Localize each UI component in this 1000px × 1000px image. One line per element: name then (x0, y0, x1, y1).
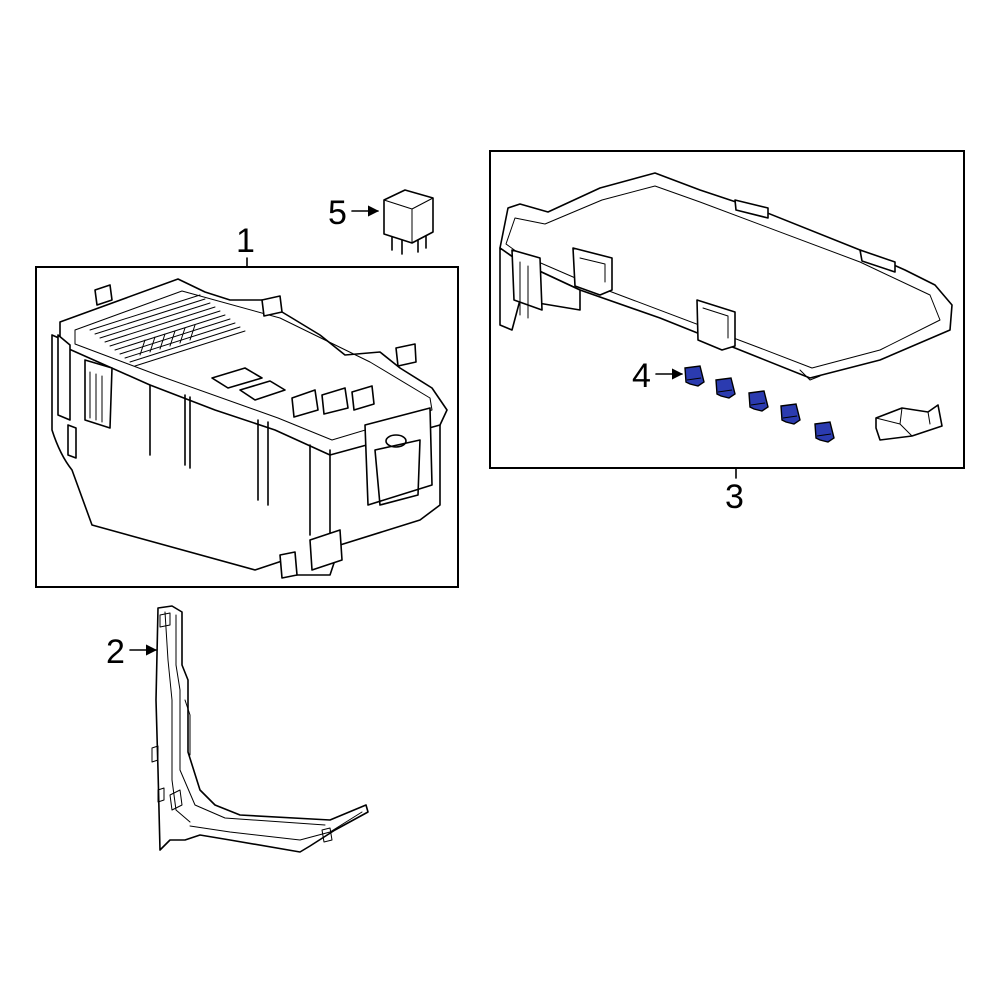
part-1-group: 1 (35, 222, 459, 588)
fuse-mark (684, 365, 705, 387)
callout-5: 5 (328, 194, 347, 232)
fuse-mark (780, 403, 801, 425)
callout-1: 1 (236, 222, 255, 260)
fuse-box-drawing (51, 278, 448, 579)
part-4-group: 4 (632, 357, 835, 443)
fuse-puller-drawing (875, 404, 943, 441)
part-3-group: 3 (489, 150, 965, 516)
fuse-mark (814, 421, 835, 443)
cover-drawing (499, 172, 953, 381)
relay-drawing (383, 189, 434, 255)
callout-4: 4 (632, 357, 651, 395)
part-5-group: 5 (328, 189, 434, 255)
callout-3: 3 (725, 478, 744, 516)
fuse-mark (748, 390, 769, 412)
callout-2: 2 (106, 633, 125, 671)
part-3-frame (489, 150, 965, 469)
fuse-mark (715, 377, 736, 399)
bracket-drawing (151, 605, 369, 853)
part-2-group: 2 (106, 605, 369, 853)
